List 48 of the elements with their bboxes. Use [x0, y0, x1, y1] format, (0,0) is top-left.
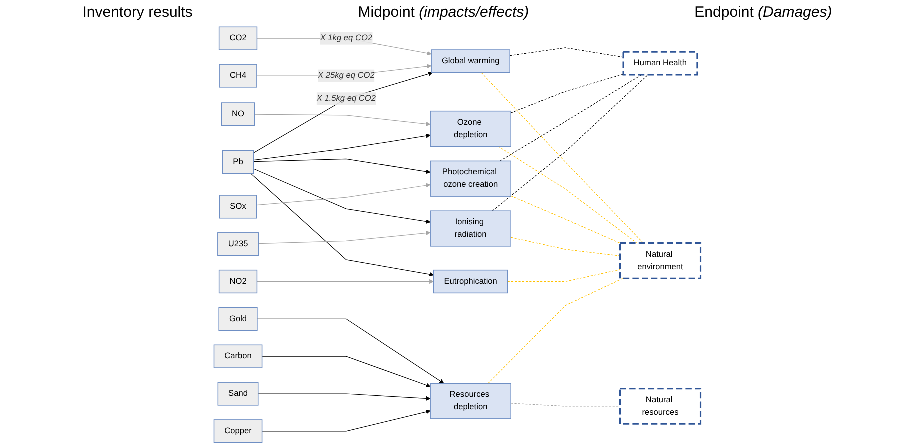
node-box: Resources depletion: [430, 383, 512, 420]
node-box: Ozone depletion: [430, 110, 512, 148]
arrow: [250, 173, 434, 277]
node-box: Ionising radiation: [430, 210, 512, 247]
node-box: Global warming: [431, 50, 510, 74]
connector: [510, 48, 624, 58]
node-box: SOx: [219, 195, 258, 219]
node-box: NO: [221, 102, 256, 126]
connector: [510, 403, 621, 407]
node-box: Natural environment: [619, 242, 702, 280]
node-box: NO2: [218, 270, 258, 294]
arrow: [256, 279, 434, 284]
node-box: Sand: [218, 382, 259, 406]
connector: [498, 146, 638, 244]
arrow: [253, 158, 431, 174]
node-box: Carbon: [214, 344, 263, 368]
arrow: [262, 410, 431, 432]
edge-label: X 25kg eq CO2: [318, 71, 375, 80]
arrow: [262, 356, 431, 388]
connector: [500, 74, 642, 162]
column-heading: Midpoint (impacts/effects): [358, 4, 530, 21]
node-box: CH4: [219, 64, 258, 88]
node-box: Pb: [222, 150, 254, 174]
node-box: Eutrophication: [433, 270, 508, 294]
node-box: Human Health: [622, 51, 698, 76]
connector: [508, 270, 621, 282]
node-box: Copper: [214, 420, 263, 444]
node-box: Natural resources: [619, 388, 702, 425]
connector: [488, 278, 624, 384]
node-box: CO2: [218, 26, 258, 50]
column-heading: Endpoint (Damages): [694, 4, 832, 21]
arrow: [253, 72, 434, 154]
node-box: U235: [218, 232, 259, 256]
arrow: [253, 168, 431, 224]
connector: [510, 237, 621, 256]
arrow: [253, 134, 431, 161]
edge-label: X 1.5kg eq CO2: [316, 94, 376, 104]
arrow: [258, 394, 431, 401]
node-box: Photochemical ozone creation: [430, 160, 512, 197]
arrow: [256, 183, 431, 206]
column-heading: Inventory results: [82, 4, 193, 21]
connector: [492, 74, 649, 212]
arrow: [258, 230, 431, 244]
arrow: [254, 114, 431, 126]
arrow: [257, 318, 444, 384]
node-box: Gold: [218, 307, 258, 331]
edge-label: X 1kg eq CO2: [320, 34, 373, 43]
connector: [481, 72, 644, 244]
